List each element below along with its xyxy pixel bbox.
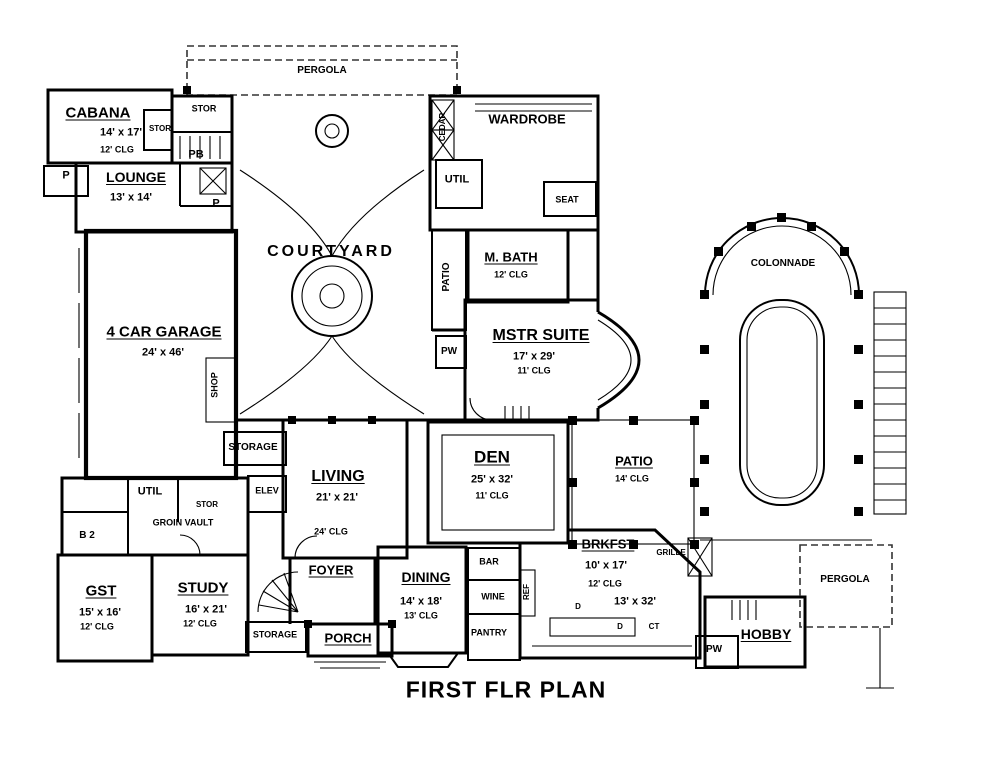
room-label-pergola-top: PERGOLA [297,65,347,76]
ceiling-label-den: 11' CLG [475,490,509,501]
room-label-pantry: PANTRY [471,627,507,638]
spiral-stair [257,571,299,613]
room-label-cedar: CEDAR [438,112,447,142]
garage-walls [78,228,287,513]
room-label-stor-c: STOR [195,500,219,509]
room-label-seat: SEAT [555,194,579,205]
appliance-label-ct: CT [648,622,660,631]
ceiling-label-mstr-suite: 11' CLG [517,365,551,376]
room-label-stor-b: STOR [191,103,217,114]
room-label-gst: GST [85,582,117,600]
courtyard-fountain [236,114,465,422]
room-label-den: DEN [474,447,510,467]
room-label-wardrobe: WARDROBE [488,111,566,127]
dining-walls [376,545,468,668]
dimension-label-kitchen: 13' x 32' [614,595,656,608]
room-label-foyer: FOYER [308,562,354,578]
room-label-stor-a: STOR [148,124,172,133]
dimension-label-brkfst: 10' x 17' [585,559,627,572]
ceiling-label-cabana: 12' CLG [100,144,134,155]
room-label-pw-top: PW [440,346,458,357]
plan-title: FIRST FLR PLAN [405,676,607,703]
bar-wine-pantry-walls [467,547,536,661]
dimension-label-study: 16' x 21' [185,603,227,616]
appliance-label-d1: D [575,602,581,611]
dimension-label-living: 21' x 21' [316,491,358,504]
room-label-util-top: UTIL [444,173,470,186]
room-label-ref: REF [522,584,531,600]
dimension-label-mstr-suite: 17' x 29' [513,350,555,363]
room-label-porch: PORCH [324,630,372,646]
dimension-label-dining: 14' x 18' [400,595,442,608]
room-label-cabana: CABANA [65,104,131,122]
dimension-label-garage: 24' x 46' [142,346,184,359]
left-wing-walls [56,476,250,663]
room-label-grille: GRILLE [656,548,686,557]
pergola-top-outline [183,45,461,96]
dimension-label-cabana: 14' x 17' [100,126,142,139]
ceiling-label-patio-right: 14' CLG [615,473,649,484]
room-label-pb: PB [188,148,204,161]
room-label-hobby: HOBBY [740,626,792,642]
cabana-lounge-walls [43,88,234,234]
ceiling-label-dining: 13' CLG [404,610,438,621]
room-label-pw-bottom: PW [705,644,723,655]
dimension-label-lounge: 13' x 14' [110,191,152,204]
dimension-label-gst: 15' x 16' [79,606,121,619]
room-label-patio-corridor: PATIO [441,262,452,292]
pergola-right-outline [799,544,894,689]
ceiling-label-mbath: 12' CLG [494,269,528,280]
ceiling-label-gst: 12' CLG [80,621,114,632]
room-label-storage-bottom: STORAGE [252,629,298,640]
room-label-p-left: P [62,169,70,182]
room-label-patio-right: PATIO [615,453,653,469]
hobby-walls [695,595,807,669]
kitchen-brkfst-walls [518,528,713,660]
dimension-label-den: 25' x 32' [471,473,513,486]
room-label-wine: WINE [481,591,505,602]
colonnade-pool [700,213,907,541]
room-label-dining: DINING [401,569,451,585]
room-label-groin-vault: GROIN VAULT [152,517,214,528]
room-label-storage-mid: STORAGE [228,442,278,453]
room-label-study: STUDY [177,579,229,597]
ceiling-label-study: 12' CLG [183,618,217,629]
room-label-p-mid: P [212,197,220,210]
room-label-util-left: UTIL [137,485,163,498]
ceiling-label-brkfst: 12' CLG [588,578,622,589]
room-label-pergola-right: PERGOLA [820,574,870,585]
room-label-colonnade: COLONNADE [750,258,816,269]
ceiling-label-living: 24' CLG [314,526,348,537]
room-label-bar: BAR [479,556,499,567]
room-label-mbath: M. BATH [484,249,538,265]
room-label-brkfst: BRKFST [581,536,635,552]
wardrobe-mbath-walls [428,94,600,369]
room-label-b2: B 2 [79,530,95,541]
room-label-shop: SHOP [209,372,220,398]
room-label-living: LIVING [311,468,365,485]
room-label-courtyard: COURTYARD [267,243,395,260]
appliance-label-d2: D [617,622,623,631]
room-label-garage: 4 CAR GARAGE [106,323,222,341]
room-label-lounge: LOUNGE [106,169,166,185]
room-label-mstr-suite: MSTR SUITE [492,327,590,344]
room-label-elev: ELEV [255,485,279,496]
